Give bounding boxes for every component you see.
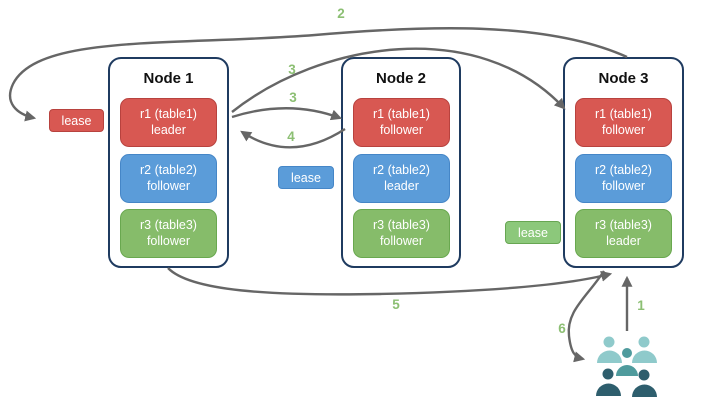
user-figure-dark-right — [632, 369, 657, 397]
replica-role: leader — [151, 122, 186, 137]
arrow-step-4-node2-to-node1 — [240, 127, 346, 149]
node-1-replica-r2: r2 (table2) follower — [120, 154, 217, 203]
replica-role: follower — [601, 122, 646, 137]
node-2-replica-r3: r3 (table3) follower — [353, 209, 450, 258]
node-3-box: Node 3 r1 (table1) follower r2 (table2) … — [563, 57, 684, 268]
step-label-4: 4 — [287, 129, 295, 144]
step-label-2: 2 — [337, 6, 345, 21]
node-3-replica-r2: r2 (table2) follower — [575, 154, 672, 203]
step-label-3-lower: 3 — [289, 90, 297, 105]
replica-name: r1 (table1) — [140, 107, 197, 121]
node-3-title: Node 3 — [598, 70, 649, 87]
replica-name: r3 (table3) — [373, 218, 430, 232]
node-1-box: Node 1 r1 (table1) leader r2 (table2) fo… — [108, 57, 229, 268]
arrow-step-3-node1-to-node2 — [231, 107, 343, 121]
user-figure-light-right — [632, 336, 657, 363]
node-3-replica-r1: r1 (table1) follower — [575, 98, 672, 147]
step-label-3-upper: 3 — [288, 62, 296, 77]
step-label-5: 5 — [392, 297, 400, 312]
node-2-title: Node 2 — [375, 70, 426, 87]
replica-role: follower — [379, 122, 424, 137]
arrow-step-2-node3-to-lease — [8, 27, 628, 122]
replica-role: leader — [384, 178, 419, 193]
replica-name: r3 (table3) — [595, 218, 652, 232]
replica-role: follower — [379, 233, 424, 248]
lease-badge-blue: lease — [278, 166, 334, 189]
lease-badge-green: lease — [505, 221, 561, 244]
node-3-replica-r3: r3 (table3) leader — [575, 209, 672, 258]
user-figure-mid-center — [616, 348, 638, 376]
replica-name: r1 (table1) — [595, 107, 652, 121]
replica-role: leader — [606, 233, 641, 248]
node-2-box: Node 2 r1 (table1) follower r2 (table2) … — [341, 57, 461, 268]
arrow-step-6-node3-to-users — [567, 270, 606, 363]
step-label-6: 6 — [558, 321, 566, 336]
lease-badge-red: lease — [49, 109, 104, 132]
replica-role: follower — [146, 178, 191, 193]
replica-role: follower — [146, 233, 191, 248]
node-2-replica-r1: r1 (table1) follower — [353, 98, 450, 147]
arrow-step-5-node1-to-node3 — [167, 267, 613, 296]
replica-name: r2 (table2) — [595, 163, 652, 177]
user-figure-dark-left — [596, 368, 621, 396]
replica-name: r1 (table1) — [373, 107, 430, 121]
replica-name: r2 (table2) — [140, 163, 197, 177]
arrow-step-3-node1-to-node3 — [231, 47, 566, 113]
replica-role: follower — [601, 178, 646, 193]
step-label-1: 1 — [637, 298, 645, 313]
node-2-replica-r2: r2 (table2) leader — [353, 154, 450, 203]
replica-name: r2 (table2) — [373, 163, 430, 177]
replica-name: r3 (table3) — [140, 218, 197, 232]
node-1-replica-r3: r3 (table3) follower — [120, 209, 217, 258]
node-1-replica-r1: r1 (table1) leader — [120, 98, 217, 147]
user-figure-light-left — [597, 336, 622, 363]
node-1-title: Node 1 — [143, 70, 194, 87]
